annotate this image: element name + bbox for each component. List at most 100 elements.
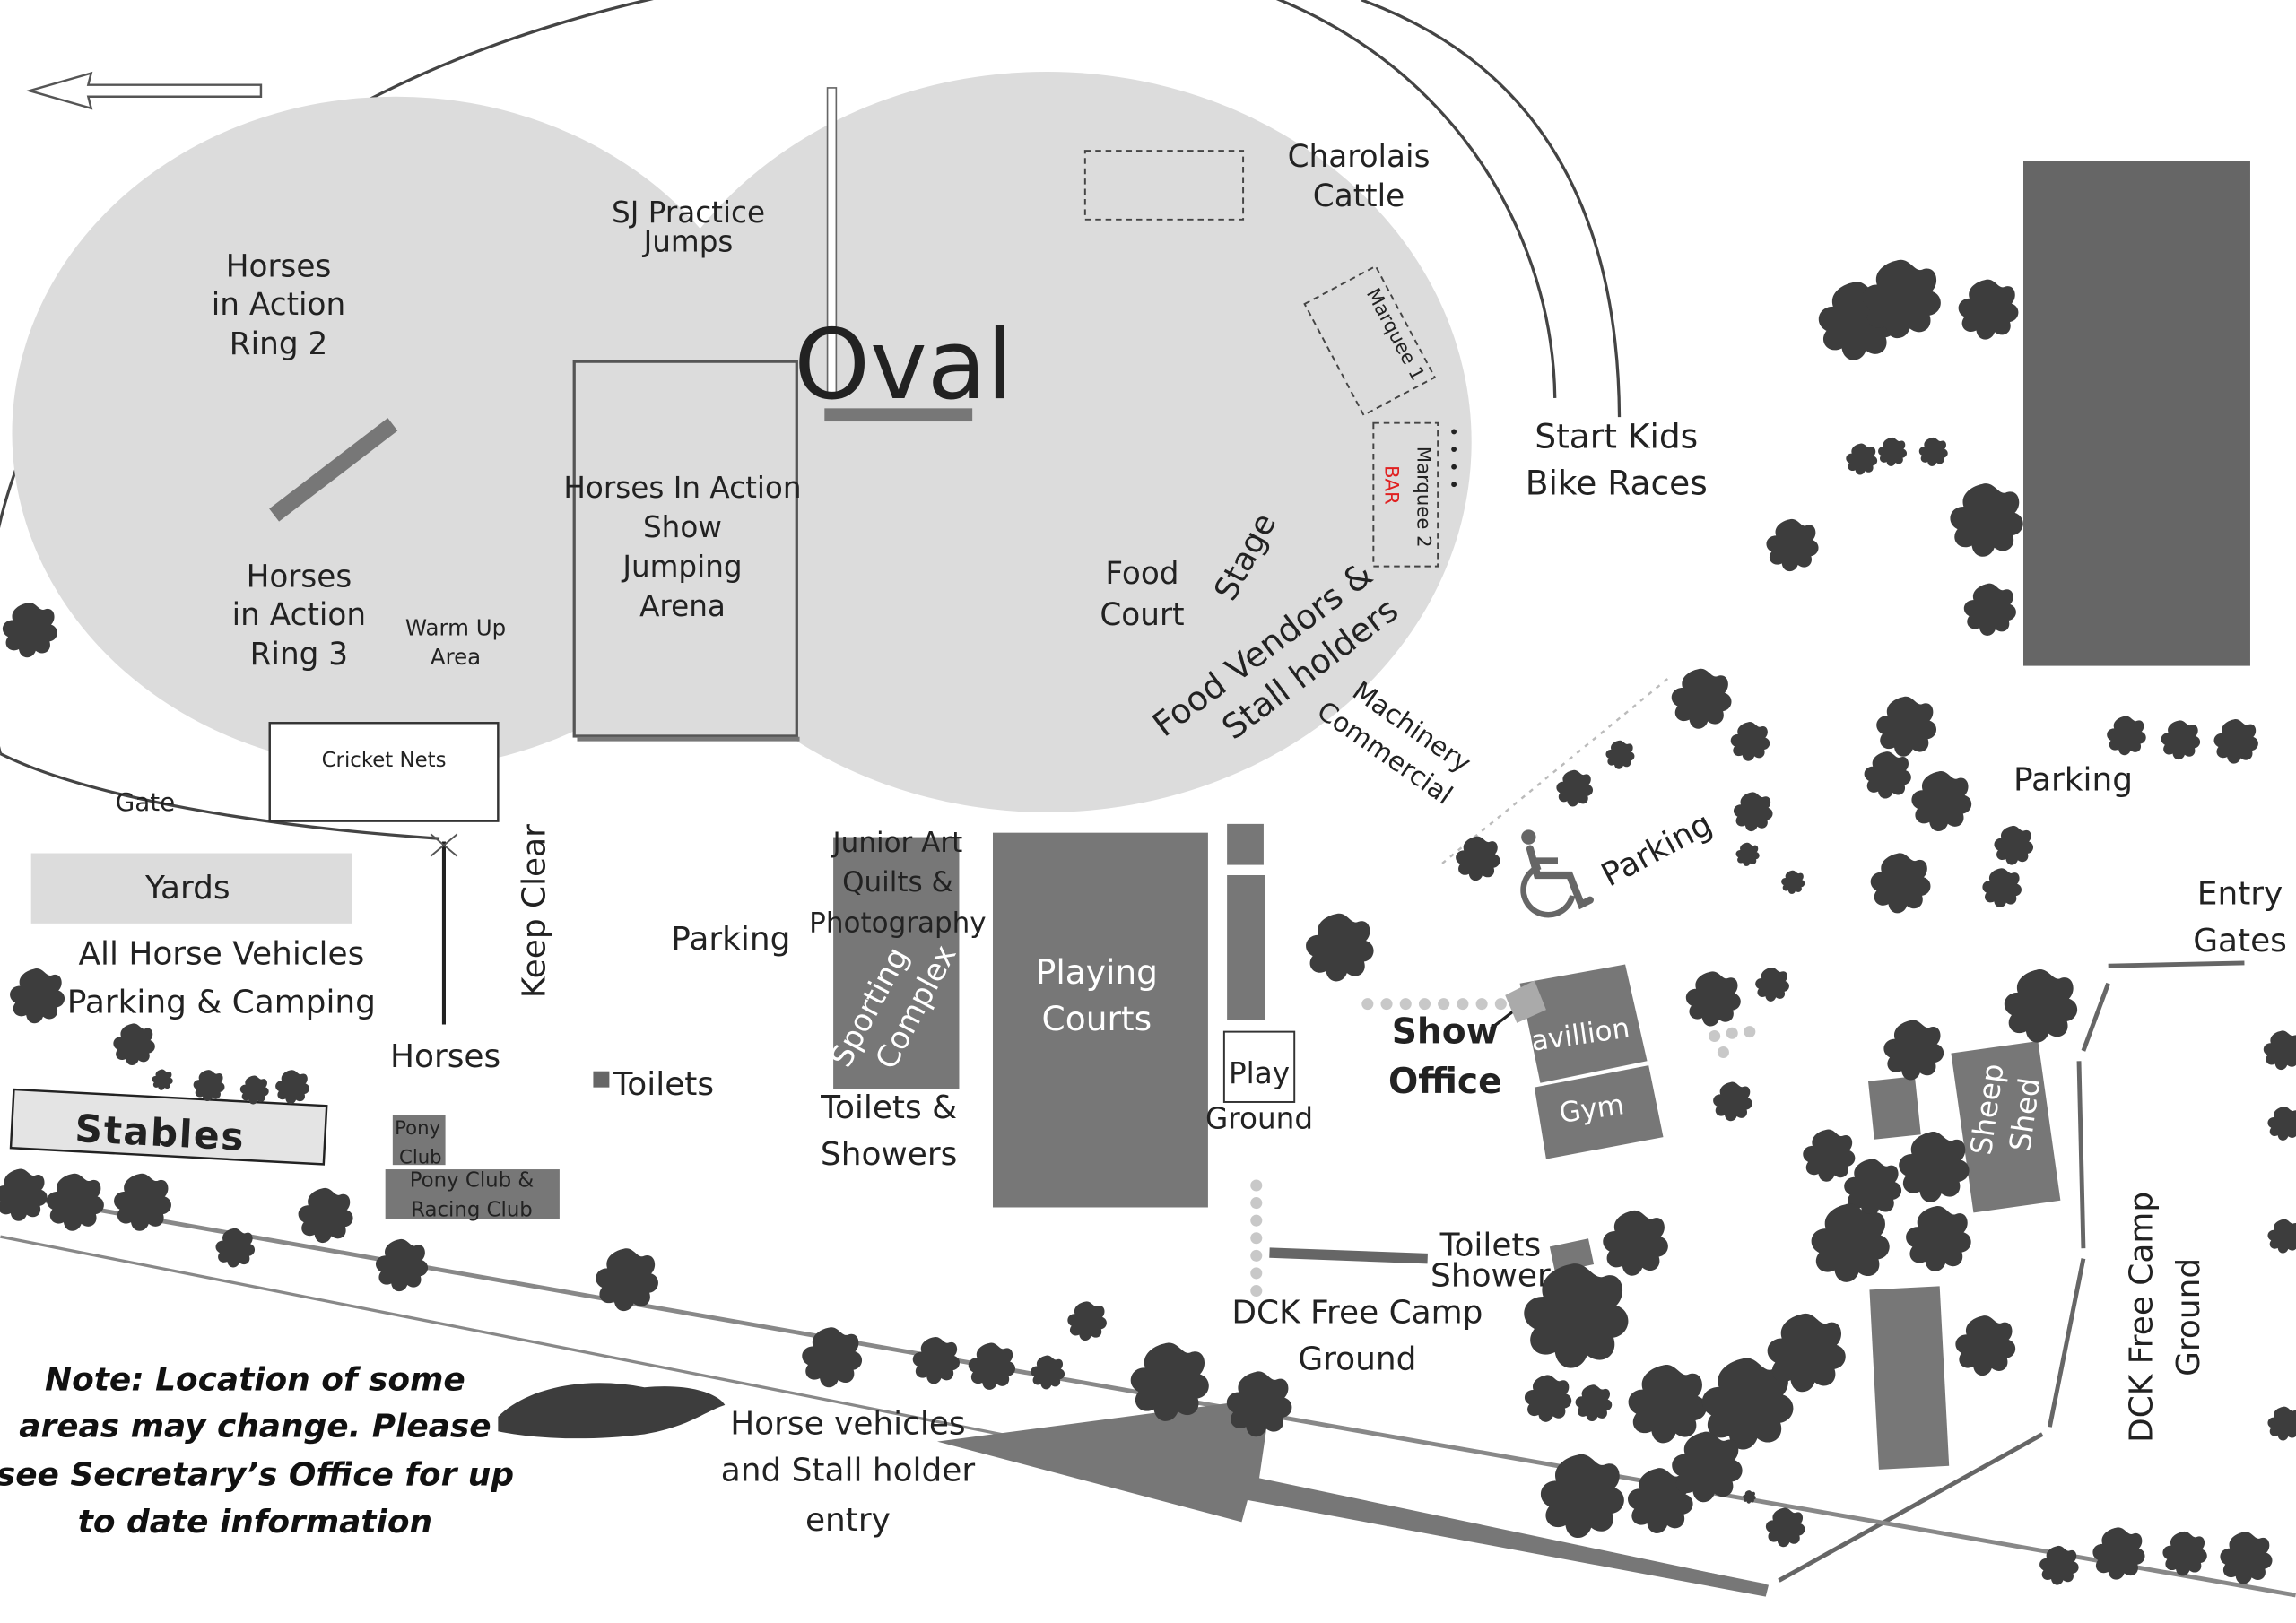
horse-vehicles-parking-label: All Horse Vehicles Parking & Camping (67, 936, 376, 1021)
svg-text:Show: Show (643, 510, 722, 544)
svg-text:Gates: Gates (2193, 923, 2287, 959)
svg-text:Toilets &: Toilets & (820, 1089, 957, 1126)
camp-shed-building (1869, 1286, 1950, 1470)
wheelchair-icon (1520, 829, 1594, 918)
sj-practice-label: SJ Practice Jumps (612, 195, 765, 259)
marquee-2-label: Marquee 2 (1412, 447, 1434, 548)
toilets-showers-label: Toilets & Showers (820, 1089, 957, 1173)
svg-text:Court: Court (1100, 597, 1184, 633)
dotted-path-show-office (1361, 998, 1507, 1011)
svg-text:Horses: Horses (247, 559, 352, 595)
small-building-a (1227, 823, 1264, 865)
gym-building (1534, 1065, 1664, 1159)
junior-art-label: Junior Art Quilts & Photography (809, 827, 987, 940)
stables-building (9, 1088, 328, 1166)
entry-arrow-icon (936, 1397, 1770, 1597)
svg-text:Cattle: Cattle (1313, 178, 1405, 214)
cricket-nets-box (268, 722, 500, 822)
oval-label: Oval (794, 309, 1013, 421)
playing-courts-label: Playing Courts (1036, 952, 1158, 1038)
svg-text:DCK Free Camp: DCK Free Camp (1231, 1294, 1483, 1331)
parking-building-right (2022, 161, 2250, 666)
svg-text:and Stall holder: and Stall holder (721, 1453, 976, 1489)
oval-divider-bar (824, 408, 973, 422)
svg-text:Ground: Ground (2170, 1258, 2207, 1376)
svg-text:Showers: Showers (821, 1136, 957, 1173)
svg-text:Entry: Entry (2197, 876, 2283, 913)
small-building-b (1227, 874, 1265, 1020)
ring2-label: Horses in Action Ring 2 (212, 248, 345, 362)
yards-box (30, 853, 352, 924)
pony-racing-club-building (385, 1169, 560, 1219)
svg-text:entry: entry (805, 1502, 891, 1539)
bar-label: BAR (1379, 465, 1402, 505)
svg-text:Arena: Arena (639, 589, 726, 623)
food-court-label: Food Court (1100, 556, 1184, 633)
svg-text:Photography: Photography (809, 907, 987, 940)
sheep-shed-building (1951, 1041, 2061, 1213)
parking-mid-label: Parking (671, 921, 790, 958)
start-kids-label: Start Kids Bike Races (1526, 416, 1708, 502)
svg-text:Area: Area (430, 644, 481, 670)
playing-courts-building (992, 832, 1208, 1208)
pavillion-building (1519, 964, 1648, 1083)
svg-text:Quilts &: Quilts & (842, 866, 953, 898)
svg-text:Start Kids: Start Kids (1535, 416, 1698, 456)
location-note: Note: Location of some areas may change.… (0, 1361, 514, 1540)
horse-vehicles-entry-label: Horse vehicles and Stall holder entry (721, 1405, 976, 1539)
gate-label: Gate (116, 787, 175, 817)
svg-text:Junior Art: Junior Art (831, 827, 963, 859)
yards-label: Yards (144, 870, 230, 907)
svg-text:Ground: Ground (1205, 1101, 1313, 1135)
warm-up-label: Warm Up Area (405, 614, 506, 670)
svg-text:Horses In Action: Horses In Action (563, 471, 801, 505)
dotted-path-camp (1250, 1179, 1263, 1298)
toilets-label: Toilets (612, 1066, 714, 1103)
svg-text:Show: Show (1392, 1012, 1499, 1053)
marquee-2-box (1372, 421, 1439, 568)
ring-divider-bar (269, 418, 398, 522)
keep-clear-label: Keep Clear (517, 824, 553, 998)
marquee-dots (1451, 429, 1457, 488)
show-jumping-arena (572, 360, 798, 738)
horses-label: Horses (390, 1038, 500, 1075)
svg-text:Pony Club &: Pony Club & (410, 1169, 535, 1193)
toilets-shower-label: Toilets Shower (1431, 1227, 1551, 1294)
svg-text:Ring 2: Ring 2 (230, 326, 328, 362)
svg-text:All Horse Vehicles: All Horse Vehicles (78, 936, 364, 973)
svg-text:Ground: Ground (1298, 1341, 1416, 1378)
svg-text:Note: Location of some: Note: Location of some (45, 1361, 465, 1398)
svg-text:Jumping: Jumping (621, 550, 742, 584)
svg-text:in Action: in Action (212, 287, 345, 323)
svg-text:Club: Club (399, 1147, 442, 1169)
svg-text:in Action: in Action (232, 597, 366, 633)
pony-club-label: Pony Club (395, 1117, 442, 1169)
svg-text:Playing: Playing (1036, 952, 1158, 992)
svg-text:Horses: Horses (226, 248, 332, 284)
sj-practice-lane (826, 87, 838, 396)
svg-text:Racing Club: Racing Club (411, 1198, 533, 1221)
svg-text:Pony: Pony (395, 1117, 440, 1140)
svg-text:Charolais: Charolais (1288, 139, 1431, 175)
parking-right-label: Parking (2013, 761, 2133, 798)
svg-text:Toilets: Toilets (1439, 1227, 1542, 1263)
dam-shape (498, 1383, 726, 1439)
stables-label: Stables (74, 1107, 246, 1160)
pony-racing-club-label: Pony Club & Racing Club (410, 1169, 535, 1222)
small-shed-building (1867, 1076, 1921, 1140)
ring3-label: Horses in Action Ring 3 (232, 559, 366, 673)
svg-text:Ring 3: Ring 3 (250, 637, 349, 673)
sporting-complex-building (833, 837, 960, 1089)
toilets-icon (593, 1071, 610, 1088)
svg-text:Office: Office (1388, 1062, 1502, 1102)
marquee-1-box (1303, 265, 1437, 417)
svg-text:SJ Practice: SJ Practice (612, 195, 765, 230)
play-ground-label: Play Ground (1205, 1056, 1313, 1136)
svg-text:areas may change. Please: areas may change. Please (19, 1409, 491, 1445)
gate-track-line (0, 752, 440, 840)
svg-text:Courts: Courts (1042, 999, 1152, 1038)
entry-gates-label: Entry Gates (2193, 876, 2287, 959)
svg-text:Horse vehicles: Horse vehicles (730, 1405, 965, 1442)
svg-text:Jumps: Jumps (642, 225, 734, 259)
